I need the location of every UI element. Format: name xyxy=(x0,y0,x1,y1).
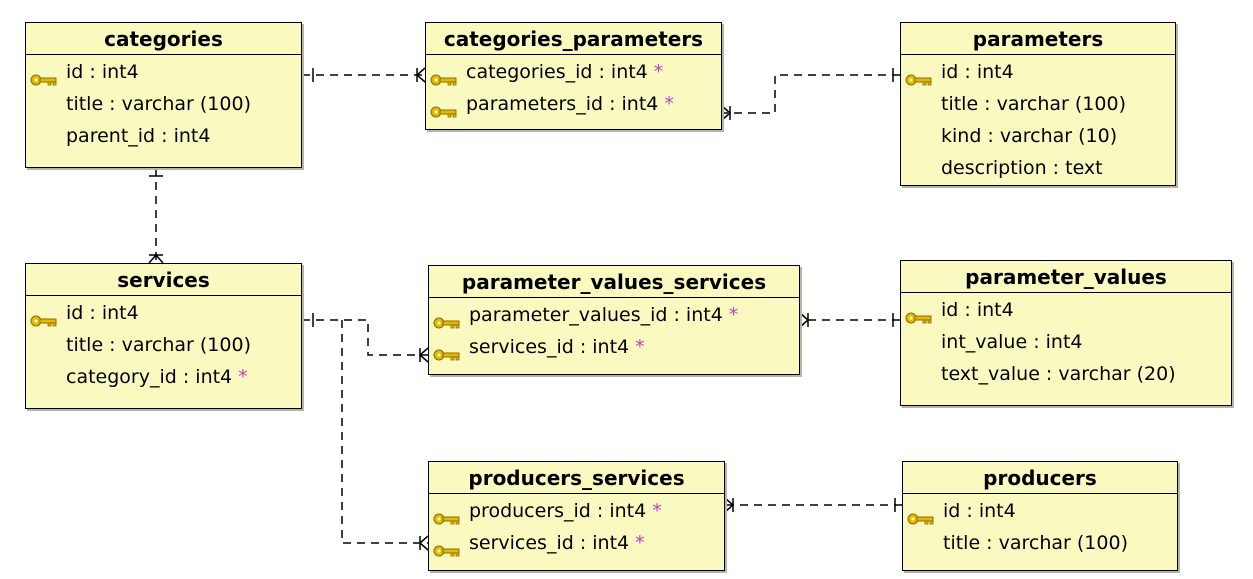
required-marker: * xyxy=(664,93,674,115)
field-row: id : int4 xyxy=(901,294,1231,326)
field-text: parameter_values_id : int4 xyxy=(469,304,723,326)
edge-services-producers-services xyxy=(341,320,428,544)
field-row: services_id : int4* xyxy=(429,527,724,559)
entity-title: categories_parameters xyxy=(426,23,721,55)
key-icon xyxy=(30,306,58,327)
field-text: title : varchar (100) xyxy=(943,532,1128,554)
field-text: kind : varchar (10) xyxy=(941,125,1118,147)
field-text: category_id : int4 xyxy=(66,366,233,388)
field-row: parameter_values_id : int4* xyxy=(429,299,799,331)
field-text: id : int4 xyxy=(66,61,139,83)
field-text: parameters_id : int4 xyxy=(466,93,659,115)
field-row: parent_id : int4 xyxy=(26,120,301,152)
entity-title: services xyxy=(26,264,301,296)
field-text: title : varchar (100) xyxy=(941,93,1126,115)
entity-title: producers_services xyxy=(429,462,724,494)
field-row: int_value : int4 xyxy=(901,326,1231,358)
many-marker xyxy=(415,67,426,83)
entity-title: parameters xyxy=(901,23,1175,55)
entity-parameters[interactable]: parameters id : int4 title : varchar (10… xyxy=(900,22,1176,186)
entity-producers[interactable]: producers id : int4 title : varchar (100… xyxy=(902,461,1178,571)
key-icon xyxy=(430,97,458,118)
field-row: category_id : int4* xyxy=(26,361,301,393)
field-text: title : varchar (100) xyxy=(66,334,251,356)
field-text: id : int4 xyxy=(943,500,1016,522)
field-row: categories_id : int4* xyxy=(426,56,721,88)
key-icon xyxy=(430,65,458,86)
field-text: id : int4 xyxy=(66,302,139,324)
field-row: title : varchar (100) xyxy=(901,88,1175,120)
required-marker: * xyxy=(238,366,248,388)
field-row: title : varchar (100) xyxy=(26,329,301,361)
key-icon xyxy=(905,303,933,324)
field-row: kind : varchar (10) xyxy=(901,120,1175,152)
many-marker xyxy=(418,535,429,551)
field-row: description : text xyxy=(901,152,1175,184)
key-icon xyxy=(433,308,461,329)
field-row: services_id : int4* xyxy=(429,331,799,363)
field-text: producers_id : int4 xyxy=(469,500,647,522)
key-icon xyxy=(433,536,461,557)
field-text: title : varchar (100) xyxy=(66,93,251,115)
entity-title: producers xyxy=(903,462,1177,494)
field-row: id : int4 xyxy=(26,56,301,88)
required-marker: * xyxy=(635,336,645,358)
many-marker xyxy=(721,105,732,121)
entity-parameter-values[interactable]: parameter_values id : int4 int_value : i… xyxy=(900,260,1232,406)
edge-services-parameter-values-services xyxy=(302,319,428,356)
field-row: parameters_id : int4* xyxy=(426,88,721,120)
field-text: text_value : varchar (20) xyxy=(941,363,1176,385)
field-text: description : text xyxy=(941,157,1103,179)
key-icon xyxy=(433,340,461,361)
field-row: id : int4 xyxy=(26,297,301,329)
required-marker: * xyxy=(728,304,739,326)
required-marker: * xyxy=(652,500,662,522)
entity-title: parameter_values xyxy=(901,261,1231,293)
required-marker: * xyxy=(635,532,645,554)
entity-categories[interactable]: categories id : int4 title : varchar (10… xyxy=(25,22,302,168)
field-text: services_id : int4 xyxy=(469,532,630,554)
key-icon xyxy=(433,504,461,525)
field-text: id : int4 xyxy=(941,299,1014,321)
field-row: id : int4 xyxy=(901,56,1175,88)
field-row: id : int4 xyxy=(903,495,1177,527)
entity-parameter-values-services[interactable]: parameter_values_services parameter_valu… xyxy=(428,265,800,375)
key-icon xyxy=(30,65,58,86)
many-marker xyxy=(148,253,164,264)
field-text: id : int4 xyxy=(941,61,1014,83)
required-marker: * xyxy=(653,61,664,83)
field-row: title : varchar (100) xyxy=(26,88,301,120)
field-text: categories_id : int4 xyxy=(466,61,648,83)
many-marker xyxy=(724,497,735,513)
key-icon xyxy=(907,504,935,525)
entity-categories-parameters[interactable]: categories_parameters categories_id : in… xyxy=(425,22,722,130)
field-text: services_id : int4 xyxy=(469,336,630,358)
entity-title: parameter_values_services xyxy=(429,266,799,298)
field-row: title : varchar (100) xyxy=(903,527,1177,559)
key-icon xyxy=(905,65,933,86)
entity-producers-services[interactable]: producers_services producers_id : int4* … xyxy=(428,461,725,571)
entity-services[interactable]: services id : int4 title : varchar (100)… xyxy=(25,263,302,409)
many-marker xyxy=(418,347,429,363)
field-text: int_value : int4 xyxy=(941,331,1083,353)
many-marker xyxy=(799,312,810,328)
entity-title: categories xyxy=(26,23,301,55)
edge-parameters-categories-parameters xyxy=(722,74,900,114)
field-row: text_value : varchar (20) xyxy=(901,358,1231,390)
field-row: producers_id : int4* xyxy=(429,495,724,527)
field-text: parent_id : int4 xyxy=(66,125,211,147)
